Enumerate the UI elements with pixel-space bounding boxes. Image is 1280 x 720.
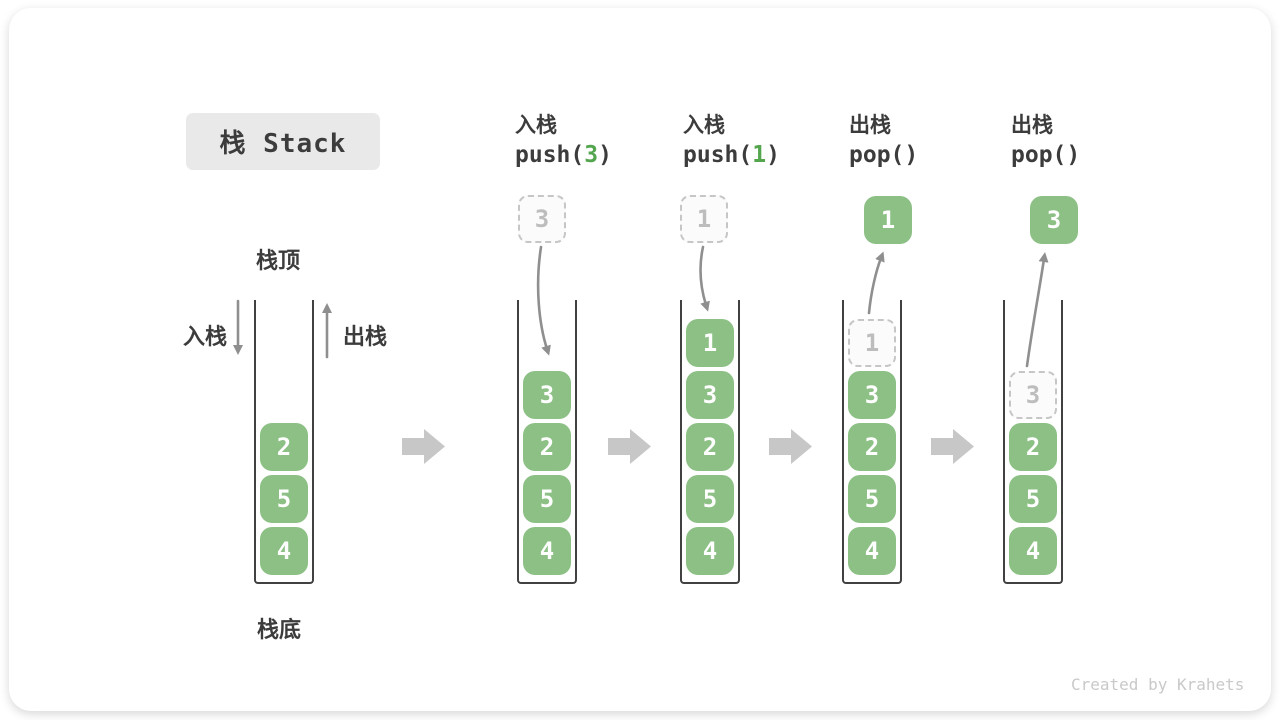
stack-cell: 2 [523, 423, 571, 471]
stack-cell: 4 [1009, 527, 1057, 575]
stack-cell: 2 [848, 423, 896, 471]
stack-state-initial: 2 5 4 [254, 300, 314, 584]
stack-cell: 5 [686, 475, 734, 523]
floating-popped-value: 1 [864, 196, 912, 244]
step2-code-label: push(1) [683, 142, 780, 168]
stack-cell: 3 [686, 371, 734, 419]
watermark: Created by Krahets [1071, 675, 1245, 694]
stack-cell: 2 [1009, 423, 1057, 471]
stack-cell: 2 [260, 423, 308, 471]
step1-code-label: push(3) [515, 142, 612, 168]
step1-op-label: 入栈 [515, 114, 557, 137]
step4-code-label: pop() [1011, 142, 1080, 168]
stack-state-after-pop-1: 1 3 2 5 4 [842, 300, 902, 584]
step3-code-label: pop() [849, 142, 918, 168]
code-text: push( [515, 142, 585, 168]
stack-cell-ghost: 1 [848, 319, 896, 367]
step2-op-label: 入栈 [683, 114, 725, 137]
stack-bottom-label: 栈底 [257, 617, 302, 642]
pop-side-label: 出栈 [343, 324, 388, 349]
code-text: ) [766, 142, 780, 168]
code-text: pop() [1011, 142, 1081, 168]
code-argument: 1 [752, 142, 767, 168]
stack-cell: 4 [523, 527, 571, 575]
code-text: ) [598, 142, 612, 168]
code-argument: 3 [584, 142, 599, 168]
stack-cell-ghost: 3 [1009, 371, 1057, 419]
floating-push-value: 1 [680, 195, 728, 243]
stack-cell: 5 [260, 475, 308, 523]
stack-top-label: 栈顶 [256, 248, 301, 273]
floating-popped-value: 3 [1030, 196, 1078, 244]
diagram-title: 栈 Stack [186, 113, 380, 170]
stack-state-after-push-1: 1 3 2 5 4 [680, 300, 740, 584]
push-side-label: 入栈 [183, 324, 228, 349]
stack-cell: 4 [260, 527, 308, 575]
stack-state-after-push-3: 3 2 5 4 [517, 300, 577, 584]
stack-state-after-pop-2: 3 2 5 4 [1003, 300, 1063, 584]
stack-cell: 3 [523, 371, 571, 419]
stack-cell: 5 [1009, 475, 1057, 523]
step4-op-label: 出栈 [1011, 114, 1053, 137]
code-text: push( [683, 142, 753, 168]
step3-op-label: 出栈 [849, 114, 891, 137]
stack-cell: 4 [686, 527, 734, 575]
stack-cell: 3 [848, 371, 896, 419]
stack-cell: 2 [686, 423, 734, 471]
stack-cell: 5 [523, 475, 571, 523]
stack-cell: 5 [848, 475, 896, 523]
stack-cell: 4 [848, 527, 896, 575]
code-text: pop() [849, 142, 919, 168]
stack-cell: 1 [686, 319, 734, 367]
floating-push-value: 3 [518, 195, 566, 243]
